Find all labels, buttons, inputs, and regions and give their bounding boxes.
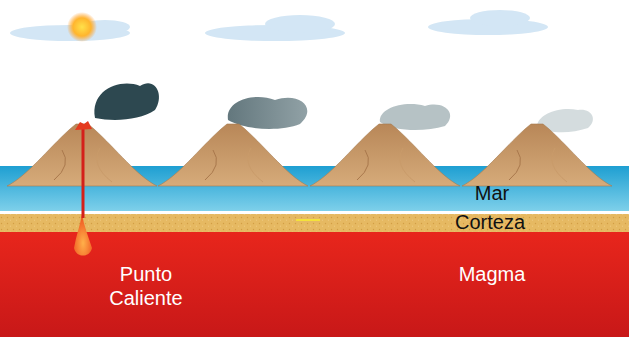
magma-label: Magma [442, 262, 542, 286]
volcano-island [158, 124, 308, 186]
volcano-island [310, 124, 460, 186]
volcano-island [462, 124, 612, 186]
hotspot-label-box: Punto Caliente [96, 262, 196, 310]
sea-label: Mar [452, 181, 532, 205]
sea-label-box: Mar [452, 181, 532, 205]
magma-label-box: Magma [442, 262, 542, 286]
crust-label: Corteza [435, 210, 545, 234]
crust-label-box: Corteza [435, 210, 545, 234]
hotspot-label: Punto Caliente [96, 262, 196, 310]
